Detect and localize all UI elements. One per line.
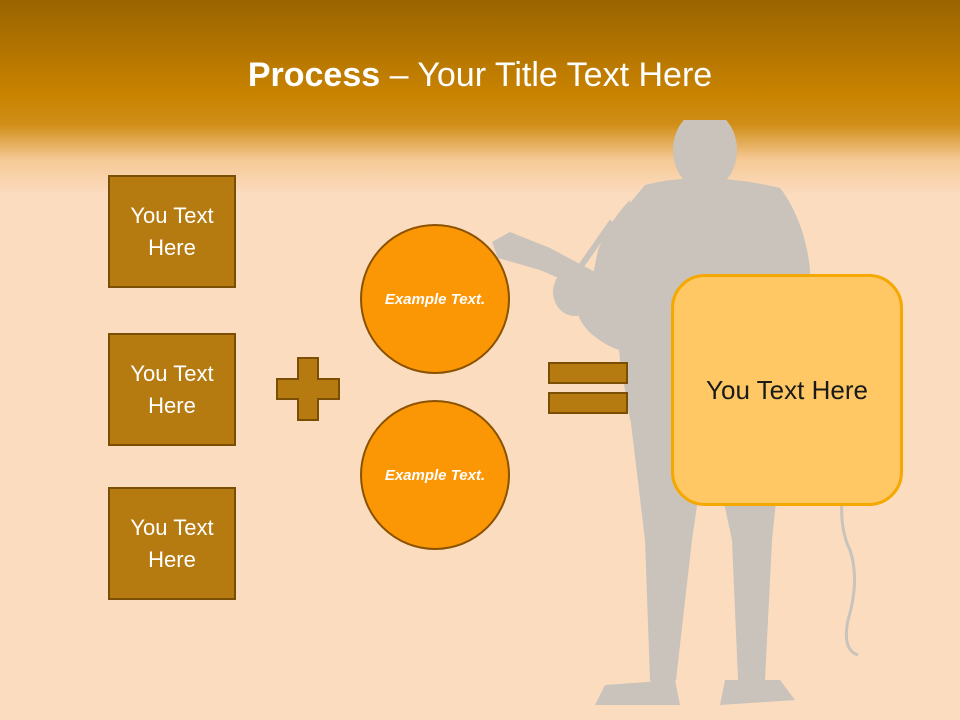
equals-icon [548, 362, 628, 414]
example-circle-2-label: Example Text. [384, 466, 486, 484]
text-box-1: You Text Here [108, 175, 236, 288]
slide-title-bold: Process [247, 56, 381, 94]
example-circle-1-label: Example Text. [384, 290, 486, 308]
text-box-3-label: You Text Here [130, 514, 214, 572]
result-box: You Text Here [671, 274, 903, 506]
text-box-2: You Text Here [108, 333, 236, 446]
slide-title: Process – Your Title Text Here [0, 52, 960, 98]
plus-icon [276, 357, 340, 421]
text-box-3: You Text Here [108, 487, 236, 600]
text-box-2-label: You Text Here [130, 360, 214, 418]
result-box-label: You Text Here [706, 374, 868, 405]
example-circle-2: Example Text. [360, 400, 510, 550]
example-circle-1: Example Text. [360, 224, 510, 374]
title-banner [0, 0, 960, 195]
text-box-1-label: You Text Here [130, 202, 214, 260]
slide-title-rest: – Your Title Text Here [380, 56, 713, 94]
